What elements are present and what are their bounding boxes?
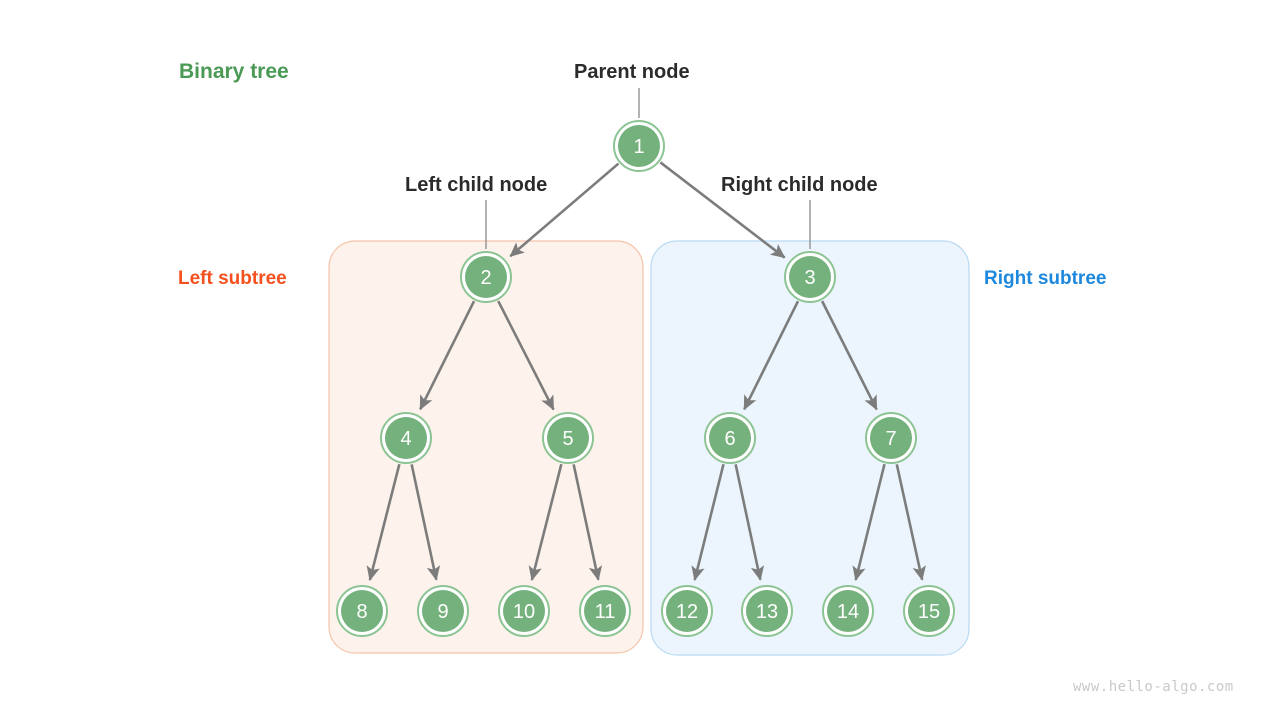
node-value: 12 [676, 601, 698, 623]
tree-node-9: 9 [417, 585, 469, 637]
tree-edge-n7-to-n15 [895, 464, 926, 581]
node-value: 15 [918, 601, 940, 623]
tree-edge-n3-to-n7 [820, 300, 878, 411]
node-value: 10 [513, 601, 535, 623]
tree-edge-n5-to-n11 [572, 464, 603, 581]
tree-edge-n2-to-n4 [419, 300, 476, 411]
tree-node-2: 2 [460, 251, 512, 303]
annotation-parent-node: Parent node [574, 61, 690, 83]
node-fill [870, 417, 912, 459]
node-value: 11 [595, 601, 616, 623]
tree-edge-n1-to-n2 [509, 162, 620, 258]
tree-node-11: 11 [579, 585, 631, 637]
tree-node-1: 1 [613, 120, 665, 172]
node-fill [908, 590, 950, 632]
tree-node-5: 5 [542, 412, 594, 464]
node-value: 4 [400, 428, 411, 450]
node-value: 9 [437, 601, 448, 623]
node-value: 2 [480, 267, 491, 289]
tree-node-6: 6 [704, 412, 756, 464]
site-watermark: www.hello-algo.com [1073, 679, 1234, 695]
tree-node-3: 3 [784, 251, 836, 303]
node-fill [465, 256, 507, 298]
node-fill [666, 590, 708, 632]
tree-edge-n7-to-n14 [852, 463, 886, 581]
node-value: 13 [756, 601, 778, 623]
tree-node-12: 12 [661, 585, 713, 637]
tree-node-13: 13 [741, 585, 793, 637]
node-fill [547, 417, 589, 459]
node-value: 8 [356, 601, 367, 623]
node-fill [709, 417, 751, 459]
subtree-boxes [328, 240, 970, 656]
node-value: 6 [724, 428, 735, 450]
tree-edge-n3-to-n6 [743, 300, 800, 411]
node-fill [341, 590, 383, 632]
tree-node-14: 14 [822, 585, 874, 637]
node-fill [385, 417, 427, 459]
tree-edge-n1-to-n3 [659, 161, 786, 259]
node-value: 7 [885, 428, 896, 450]
tree-edge-n2-to-n5 [497, 300, 555, 411]
annotation-right-child-node: Right child node [721, 174, 878, 196]
annotation-leader-lines [485, 88, 811, 249]
tree-edges [366, 161, 926, 581]
node-value: 5 [562, 428, 573, 450]
tree-edge-n4-to-n8 [366, 463, 401, 581]
node-value: 14 [837, 601, 859, 623]
annotation-left-child-node: Left child node [405, 174, 548, 196]
node-fill [827, 590, 869, 632]
node-value: 3 [804, 267, 815, 289]
tree-node-8: 8 [336, 585, 388, 637]
node-value: 1 [633, 136, 644, 158]
node-fill [618, 125, 660, 167]
node-fill [789, 256, 831, 298]
tree-edge-n6-to-n12 [691, 463, 725, 581]
tree-node-15: 15 [903, 585, 955, 637]
tree-edge-n6-to-n13 [734, 464, 765, 581]
node-fill [746, 590, 788, 632]
tree-node-7: 7 [865, 412, 917, 464]
tree-edge-n5-to-n10 [528, 463, 563, 581]
node-fill [422, 590, 464, 632]
annotation-left-subtree: Left subtree [178, 268, 287, 289]
annotation-right-subtree: Right subtree [984, 268, 1107, 289]
node-fill [503, 590, 545, 632]
node-fill [584, 590, 626, 632]
tree-node-10: 10 [498, 585, 550, 637]
tree-node-4: 4 [380, 412, 432, 464]
tree-edge-n4-to-n9 [410, 464, 441, 581]
diagram-title: Binary tree [179, 60, 289, 83]
